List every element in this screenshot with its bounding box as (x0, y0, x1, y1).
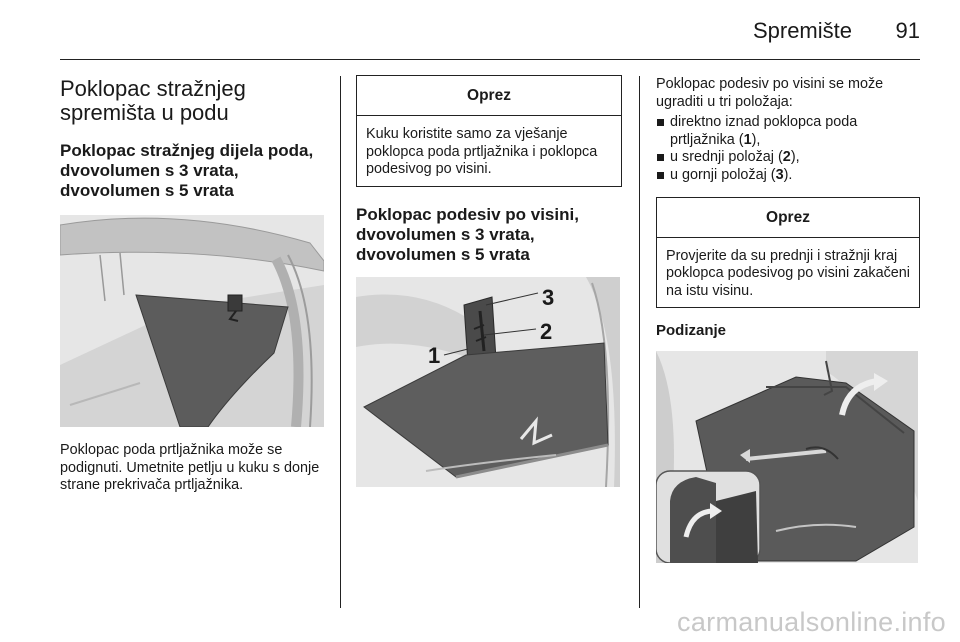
column-divider (639, 76, 640, 608)
floor-cover-illustration (60, 215, 324, 427)
page-header: Spremište 91 (60, 0, 920, 60)
list-item: direktno iznad poklopca poda prtljažnika… (656, 114, 920, 149)
caution-box: Oprez Provjerite da su prednji i stražnj… (656, 196, 920, 309)
callout-3: 3 (542, 285, 554, 310)
list-item: u srednji položaj (2), (656, 149, 920, 167)
callout-1: 1 (428, 343, 440, 368)
column-middle: Oprez Kuku koristite samo za vješanje po… (356, 62, 622, 487)
section-heading: Poklopac stražnjeg spremišta u podu (60, 76, 246, 125)
column-left: Poklopac stražnjeg spremišta u podu Pokl… (60, 62, 324, 495)
caution-title: Oprez (357, 76, 621, 116)
page-number: 91 (895, 18, 920, 43)
caution-box: Oprez Kuku koristite samo za vješanje po… (356, 75, 622, 187)
adjustable-cover-illustration: 3 2 1 (356, 276, 620, 487)
caution-text: Kuku koristite samo za vješanje poklopca… (366, 126, 598, 178)
body-text: Poklopac poda prtljažnika može se podign… (60, 442, 320, 494)
caution-title: Oprez (657, 198, 919, 238)
page-title: Spremište (752, 18, 852, 43)
intro-text: Poklopac podesiv po visini se može ugrad… (656, 76, 884, 110)
position-list: direktno iznad poklopca poda prtljažnika… (656, 114, 920, 184)
subsection-heading: Poklopac podesiv po visini, dvovolumen s… (356, 204, 579, 264)
watermark: carmanualsonline.info (677, 607, 946, 637)
list-item: u gornji položaj (3). (656, 167, 920, 185)
subsection-heading: Poklopac stražnjeg dijela poda, dvovolum… (60, 141, 314, 200)
lifting-illustration (656, 351, 918, 564)
column-divider (340, 76, 341, 608)
column-right: Poklopac podesiv po visini se može ugrad… (656, 62, 920, 564)
caution-text: Provjerite da su prednji i stražnji kraj… (666, 247, 910, 299)
callout-2: 2 (540, 319, 552, 344)
subsection-heading: Podizanje (656, 322, 727, 340)
